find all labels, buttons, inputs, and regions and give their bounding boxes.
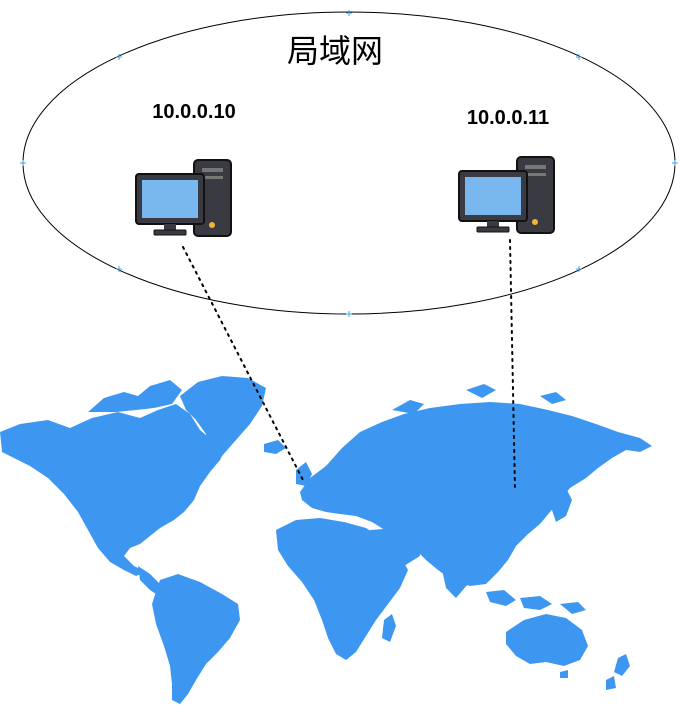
tower-slot <box>525 165 546 169</box>
handle <box>576 266 582 272</box>
monitor-stand <box>164 224 176 231</box>
world-map-icon <box>0 376 652 704</box>
australia <box>506 614 588 666</box>
monitor-screen <box>142 180 198 218</box>
british-isles <box>296 462 312 486</box>
new-zealand <box>606 654 630 690</box>
host-2-ip-label: 10.0.0.11 <box>467 107 549 129</box>
handle <box>116 266 122 272</box>
lan-title: 局域网 <box>287 32 383 70</box>
handle <box>576 54 582 60</box>
greenland <box>180 376 266 456</box>
india <box>440 556 474 598</box>
handle <box>20 160 26 166</box>
tower-slot <box>202 168 223 172</box>
iceland <box>264 440 286 454</box>
handle <box>346 10 352 16</box>
southeast-asia-islands <box>486 590 586 614</box>
tower-slot <box>525 173 546 176</box>
connection-line-host-1 <box>182 246 304 481</box>
monitor-base <box>476 226 510 233</box>
arctic-islands <box>88 380 182 412</box>
madagascar <box>382 614 396 642</box>
host-1-ip-label: 10.0.0.10 <box>152 101 235 123</box>
monitor-screen <box>465 177 521 215</box>
power-light <box>209 222 215 228</box>
africa <box>276 518 408 660</box>
selection-handles <box>20 10 678 317</box>
south-america <box>152 574 240 704</box>
japan <box>552 488 572 522</box>
monitor-stand <box>487 221 499 228</box>
monitor-base <box>153 229 187 236</box>
connection-line-host-2 <box>509 239 516 491</box>
desktop-computer-icon[interactable] <box>458 156 555 234</box>
arctic-russia-islands <box>392 384 566 414</box>
eurasia <box>300 402 652 586</box>
arabia <box>370 528 420 566</box>
desktop-computer-icon[interactable] <box>135 159 232 237</box>
handle <box>346 311 352 317</box>
handle <box>116 54 122 60</box>
tower-slot <box>202 176 223 179</box>
power-light <box>532 219 538 225</box>
handle <box>672 160 678 166</box>
tasmania <box>560 670 568 678</box>
north-america <box>0 404 226 576</box>
